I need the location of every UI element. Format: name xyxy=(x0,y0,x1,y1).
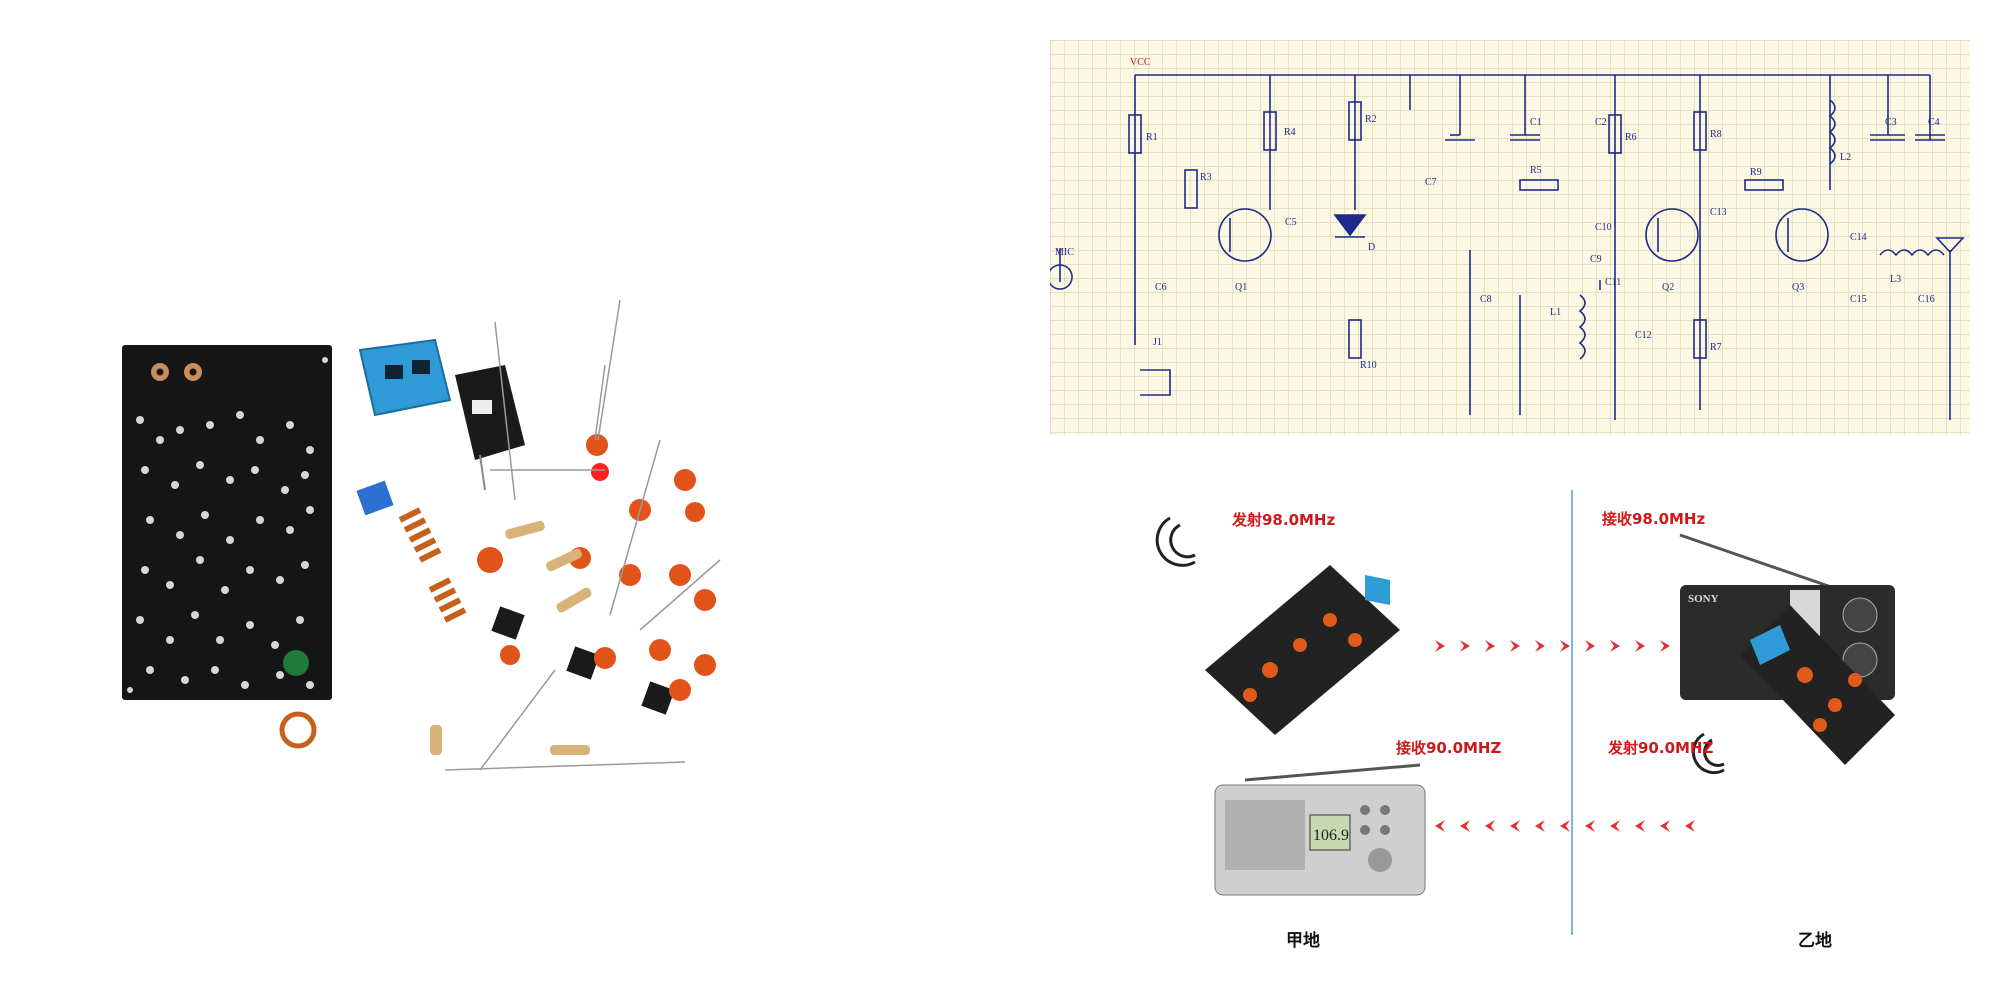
svg-text:Q3: Q3 xyxy=(1792,282,1804,293)
transistors xyxy=(491,606,675,715)
svg-text:C14: C14 xyxy=(1850,232,1867,243)
audio-jack xyxy=(455,365,525,491)
svg-text:C11: C11 xyxy=(1605,277,1621,288)
svg-text:L1: L1 xyxy=(1550,307,1561,318)
transmitter-board-a xyxy=(1205,565,1400,735)
svg-text:L2: L2 xyxy=(1840,152,1851,163)
transmit-label-a: 发射98.0MHz xyxy=(1232,511,1336,529)
trim-potentiometer xyxy=(356,480,394,516)
radio-brand: SONY xyxy=(1688,593,1719,605)
svg-text:R9: R9 xyxy=(1750,167,1762,178)
kit-parts-photo xyxy=(122,299,721,771)
transmitter-board-b xyxy=(1740,605,1895,765)
svg-text:C16: C16 xyxy=(1918,294,1935,305)
svg-text:C8: C8 xyxy=(1480,294,1492,305)
svg-text:C5: C5 xyxy=(1285,217,1297,228)
electret-mic xyxy=(283,650,309,676)
svg-text:J1: J1 xyxy=(1153,337,1162,348)
transmission-illustration: SONY 106.9 xyxy=(1155,490,1895,935)
blue-terminal-block xyxy=(358,338,452,417)
svg-text:R4: R4 xyxy=(1284,127,1296,138)
svg-text:C2: C2 xyxy=(1595,117,1607,128)
svg-text:R1: R1 xyxy=(1146,132,1158,143)
svg-text:C12: C12 xyxy=(1635,330,1652,341)
svg-text:C15: C15 xyxy=(1850,294,1867,305)
location-a-label: 甲地 xyxy=(1286,931,1320,951)
svg-text:C4: C4 xyxy=(1928,117,1940,128)
radio-receiver-a: 106.9 xyxy=(1214,763,1426,896)
svg-text:R10: R10 xyxy=(1360,360,1377,371)
svg-text:R5: R5 xyxy=(1530,165,1542,176)
ceramic-capacitors xyxy=(477,434,716,701)
copper-coils xyxy=(279,507,467,749)
receive-label-b: 接收98.0MHz xyxy=(1602,510,1706,528)
svg-text:L3: L3 xyxy=(1890,274,1901,285)
arrow-trail-left xyxy=(1435,820,1695,832)
resistors-and-leads xyxy=(444,299,721,771)
svg-text:R3: R3 xyxy=(1200,172,1212,183)
radio-display: 106.9 xyxy=(1313,827,1349,844)
transmit-label-b: 发射90.0MHZ xyxy=(1608,739,1714,757)
red-led xyxy=(591,463,609,481)
signal-wave-icon xyxy=(1155,516,1725,775)
svg-text:R8: R8 xyxy=(1710,129,1722,140)
svg-text:VCC: VCC xyxy=(1130,57,1151,68)
svg-text:C7: C7 xyxy=(1425,177,1437,188)
svg-text:C1: C1 xyxy=(1530,117,1542,128)
svg-text:C6: C6 xyxy=(1155,282,1167,293)
svg-text:R2: R2 xyxy=(1365,114,1377,125)
receive-label-a: 接收90.0MHZ xyxy=(1396,739,1502,757)
svg-text:C13: C13 xyxy=(1710,207,1727,218)
svg-text:R7: R7 xyxy=(1710,342,1722,353)
svg-text:C9: C9 xyxy=(1590,254,1602,265)
svg-text:Q1: Q1 xyxy=(1235,282,1247,293)
pcb-board xyxy=(122,345,332,700)
svg-text:R6: R6 xyxy=(1625,132,1637,143)
location-b-label: 乙地 xyxy=(1798,931,1832,951)
svg-text:Q2: Q2 xyxy=(1662,282,1674,293)
svg-text:D: D xyxy=(1368,242,1375,253)
svg-text:C3: C3 xyxy=(1885,117,1897,128)
svg-text:MIC: MIC xyxy=(1055,247,1074,258)
resistor-bodies xyxy=(430,520,592,755)
arrow-trail-right xyxy=(1435,640,1670,652)
svg-text:C10: C10 xyxy=(1595,222,1612,233)
